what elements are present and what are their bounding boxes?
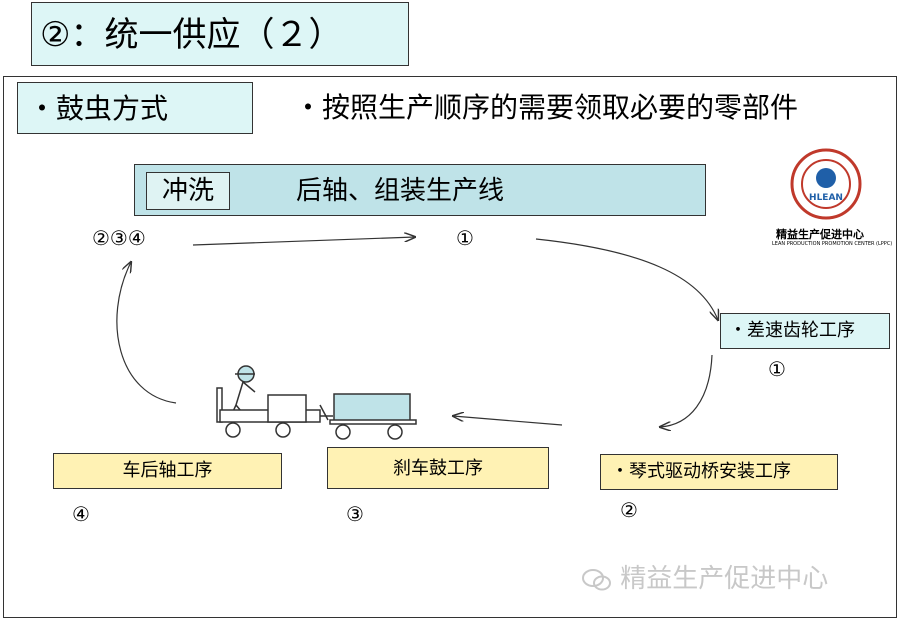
logo-name: 精益生产促进中心 bbox=[776, 228, 864, 241]
sequence-number: ① bbox=[456, 226, 474, 250]
wash-label: 冲洗 bbox=[146, 172, 230, 210]
rear-axle-process: 车后轴工序 bbox=[53, 453, 282, 489]
arrow-to-diff bbox=[535, 238, 718, 320]
sequence-number: ① bbox=[768, 357, 786, 381]
arrow-top bbox=[192, 237, 415, 246]
assembly-line-label: 后轴、组装生产线 bbox=[296, 176, 505, 206]
tugger-train-illustration bbox=[216, 365, 417, 440]
watermark: 精益生产促进中心 bbox=[582, 558, 828, 595]
arrow-back bbox=[453, 416, 563, 426]
qin-drive-process: ・琴式驱动桥安装工序 bbox=[600, 454, 838, 490]
slide-title: ②：统一供应（２） bbox=[31, 2, 409, 66]
description-text: ・按照生产顺序的需要领取必要的零部件 bbox=[294, 91, 799, 124]
lppc-logo: HLEAN 精益生产促进中心 LEAN PRODUCTION PROMOTION… bbox=[772, 148, 892, 248]
arrow-up-left bbox=[116, 262, 177, 404]
sequence-number: ② bbox=[620, 498, 638, 522]
watermark-text: 精益生产促进中心 bbox=[620, 564, 829, 594]
wechat-icon bbox=[582, 567, 612, 593]
arrow-to-qin bbox=[660, 354, 713, 427]
svg-text:HLEAN: HLEAN bbox=[809, 193, 843, 203]
sequence-number: ③ bbox=[346, 502, 364, 526]
method-label: ・鼓虫方式 bbox=[17, 82, 253, 134]
logo-subtitle: LEAN PRODUCTION PROMOTION CENTER (LPPC) bbox=[772, 241, 893, 247]
sequence-number: ②③④ bbox=[92, 226, 146, 250]
differential-gear-process: ・差速齿轮工序 bbox=[720, 313, 890, 349]
sequence-number: ④ bbox=[72, 502, 90, 526]
brake-drum-process: 刹车鼓工序 bbox=[327, 447, 549, 489]
